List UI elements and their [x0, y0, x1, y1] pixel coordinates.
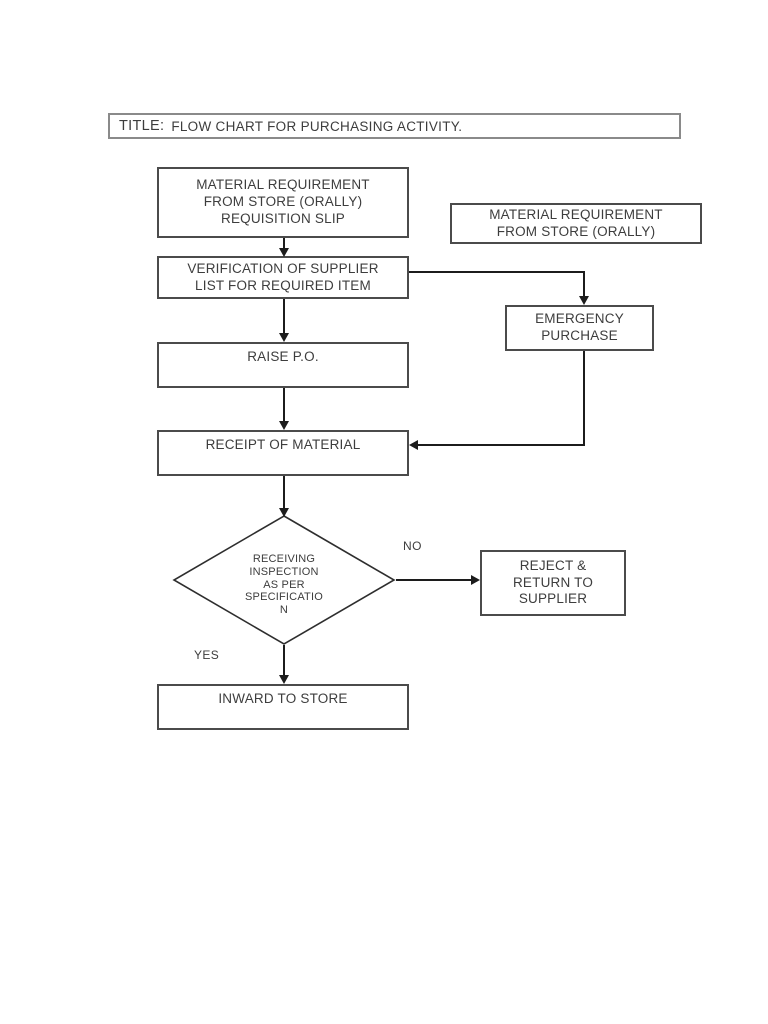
connector-yes-branch — [283, 645, 285, 677]
edge-label-yes: YES — [194, 648, 220, 662]
node-material-requirement-requisition-slip: MATERIAL REQUIREMENT FROM STORE (ORALLY)… — [157, 167, 409, 238]
connector-emergency-to-receipt-v — [583, 351, 585, 446]
arrowhead-down-icon — [279, 675, 289, 684]
edge-label-no: NO — [403, 539, 422, 553]
connector-verification-to-emergency-h — [409, 271, 585, 273]
arrowhead-down-icon — [579, 296, 589, 305]
connector-slip-to-verification — [283, 238, 285, 251]
node-inward-to-store: INWARD TO STORE — [157, 684, 409, 730]
node-raise-po: RAISE P.O. — [157, 342, 409, 388]
arrowhead-down-icon — [279, 248, 289, 257]
connector-raise-to-receipt — [283, 388, 285, 423]
node-receipt-of-material: RECEIPT OF MATERIAL — [157, 430, 409, 476]
node-verification-of-supplier-list: VERIFICATION OF SUPPLIER LIST FOR REQUIR… — [157, 256, 409, 299]
connector-verification-to-emergency-v — [583, 271, 585, 299]
title-prefix: TITLE: — [119, 118, 165, 134]
arrowhead-down-icon — [279, 421, 289, 430]
node-reject-return-to-supplier: REJECT & RETURN TO SUPPLIER — [480, 550, 626, 616]
arrowhead-left-icon — [409, 440, 418, 450]
arrowhead-down-icon — [279, 333, 289, 342]
connector-verification-to-raise — [283, 299, 285, 336]
arrowhead-right-icon — [471, 575, 480, 585]
node-emergency-purchase: EMERGENCY PURCHASE — [505, 305, 654, 351]
arrowhead-down-icon — [279, 508, 289, 517]
connector-no-branch — [396, 579, 472, 581]
node-receiving-inspection: RECEIVING INSPECTION AS PER SPECIFICATIO… — [245, 552, 323, 617]
title-box: TITLE: FLOW CHART FOR PURCHASING ACTIVIT… — [108, 113, 681, 139]
node-material-requirement-orally: MATERIAL REQUIREMENT FROM STORE (ORALLY) — [450, 203, 702, 244]
decision-diamond-shape — [172, 515, 396, 645]
connector-emergency-to-receipt-h — [417, 444, 585, 446]
page-title: FLOW CHART FOR PURCHASING ACTIVITY. — [171, 118, 463, 134]
connector-receipt-to-inspection — [283, 476, 285, 510]
